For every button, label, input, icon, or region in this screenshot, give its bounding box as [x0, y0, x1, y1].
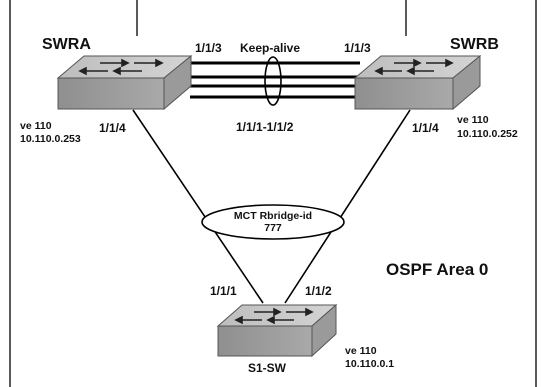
- switch-swra-icon[interactable]: [56, 54, 193, 111]
- swrb-ve: ve 110: [457, 114, 489, 126]
- mct-label: MCT Rbridge-id: [234, 210, 312, 222]
- swra-ve: ve 110: [20, 120, 52, 132]
- s1sw-port-right: 1/1/2: [305, 284, 332, 298]
- mct-ellipse: [201, 204, 345, 240]
- swrb-downlink-port: 1/1/4: [412, 121, 439, 135]
- keepalive-links: [190, 56, 360, 106]
- s1sw-name: S1-SW: [248, 361, 287, 375]
- swra-name: SWRA: [42, 36, 91, 53]
- swra-keepalive-port: 1/1/3: [195, 41, 222, 55]
- swrb-name: SWRB: [450, 36, 499, 53]
- keepalive-label: Keep-alive: [240, 41, 300, 55]
- swra-ip: 10.110.0.253: [20, 133, 81, 145]
- switch-s1sw-icon[interactable]: [216, 303, 338, 358]
- icl-ports: 1/1/1-1/1/2: [236, 120, 294, 134]
- mct-cluster: MCT Rbridge-id 777: [201, 204, 345, 240]
- ospf-area-label: OSPF Area 0: [386, 260, 488, 279]
- switch-swrb-icon[interactable]: [353, 54, 482, 111]
- s1sw-port-left: 1/1/1: [210, 284, 237, 298]
- frame: [9, 0, 537, 387]
- swrb-ip: 10.110.0.252: [457, 128, 518, 140]
- mct-rbridge-id: 777: [264, 222, 282, 234]
- lag-bundle-ellipse: [264, 56, 282, 106]
- s1sw-ve: ve 110: [345, 345, 377, 357]
- swra-downlink-port: 1/1/4: [99, 121, 126, 135]
- swrb-keepalive-port: 1/1/3: [344, 41, 371, 55]
- downlinks: [132, 109, 411, 304]
- s1sw-ip: 10.110.0.1: [345, 358, 394, 370]
